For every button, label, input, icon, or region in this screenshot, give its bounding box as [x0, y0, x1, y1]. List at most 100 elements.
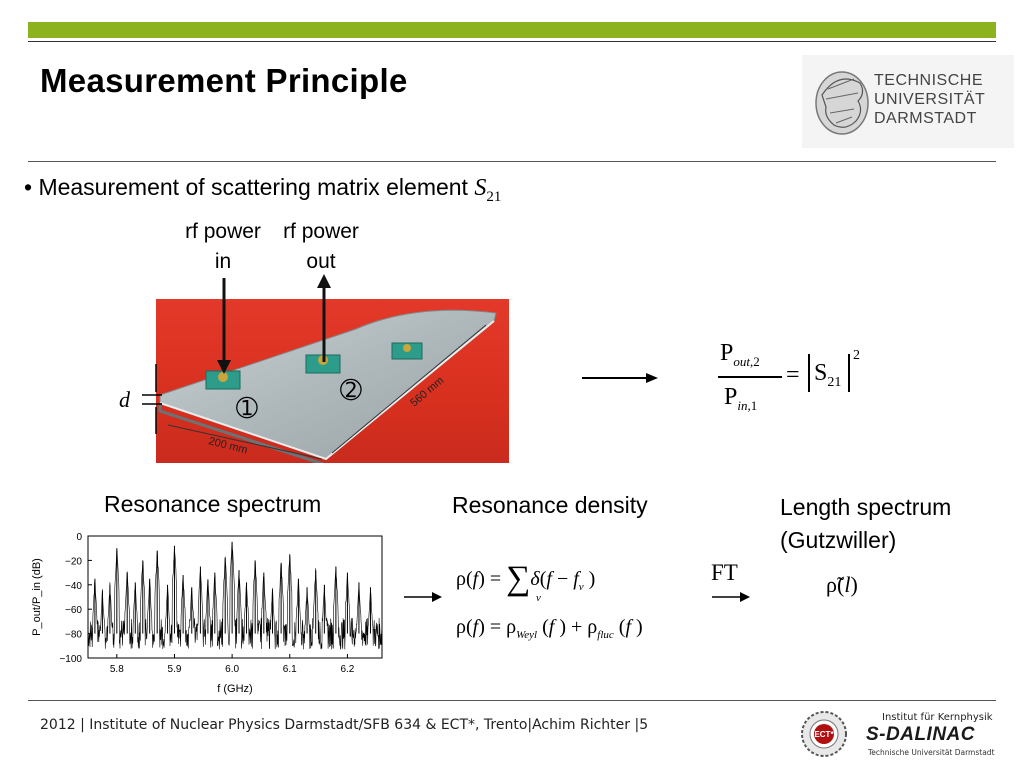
rf-out-line2: out	[306, 250, 336, 273]
rf-power-in-label: rf power in	[168, 217, 278, 277]
eq-num-p: P	[720, 340, 734, 366]
minus-sign: −	[551, 568, 574, 590]
eq-den-sub2: ,1	[747, 397, 758, 413]
length-spectrum-heading: Length spectrum (Gutzwiller)	[780, 491, 951, 557]
bullet-text: • Measurement of scattering matrix eleme…	[24, 174, 501, 206]
rho-symbol: ρ(	[456, 568, 473, 590]
fluc-subscript: fluc	[597, 629, 614, 641]
logo-line: TECHNISCHE	[874, 72, 984, 89]
resonance-spectrum-heading: Resonance spectrum	[104, 491, 322, 517]
rho-symbol: ρ(	[456, 616, 473, 638]
delta-symbol: δ	[530, 568, 540, 590]
sum-index: ν	[536, 592, 541, 604]
rf-power-out-label: rf power out	[266, 217, 376, 277]
bullet-label: • Measurement of scattering matrix eleme…	[24, 174, 475, 200]
plus-rho: ) + ρ	[554, 616, 598, 638]
x-tick-label: 6.1	[283, 664, 297, 675]
port-1-marker: ➀	[236, 394, 258, 424]
length-spectrum-formula: ρ̃(l)	[826, 572, 858, 598]
eq-s-sub: 21	[827, 374, 842, 390]
athena-head-icon	[815, 71, 869, 135]
paren-open: (	[613, 616, 626, 638]
y-tick-label: −40	[65, 581, 82, 592]
footer-text: 2012 | Institute of Nuclear Physics Darm…	[40, 717, 649, 733]
x-tick-label: 5.8	[110, 664, 124, 675]
l-variable: l	[844, 572, 851, 597]
ft-label: FT	[711, 560, 738, 585]
x-axis-label: f (GHz)	[217, 683, 252, 695]
s-subscript: 21	[486, 188, 502, 205]
ect-logo: ECT*	[801, 711, 847, 757]
density-formula-2: ρ(f) = ρWeyl (f ) + ρfluc (f )	[456, 616, 643, 641]
billiard-plate-drawing: 200 mm 560 mm	[158, 309, 497, 463]
paren-open: (	[836, 572, 845, 597]
y-tick-label: −20	[65, 556, 82, 567]
rho-tilde-symbol: ρ̃	[826, 572, 837, 597]
eq-num-sub2: ,2	[749, 353, 760, 369]
eq-power: 2	[853, 348, 860, 363]
f-variable: f	[472, 568, 479, 590]
x-tick-label: 6.2	[340, 664, 354, 675]
paren-open: (	[537, 616, 549, 638]
d-dimension-marker	[142, 364, 162, 434]
eq-den-sub: in	[737, 397, 748, 413]
s21-symbol: S21	[474, 175, 501, 205]
rf-arrows	[217, 274, 331, 374]
length-spectrum-line1: Length spectrum	[780, 494, 952, 520]
abs-bar-right	[848, 354, 850, 392]
logo-text: TECHNISCHE UNIVERSITÄT DARMSTADT	[874, 71, 985, 128]
paren-close: )	[850, 572, 858, 597]
f-variable: f	[625, 616, 631, 638]
rf-in-line1: rf power	[185, 220, 261, 243]
ikp-line1: Institut für Kernphysik	[882, 712, 993, 723]
equals-rho: ) = ρ	[478, 616, 517, 638]
resonance-density-heading: Resonance density	[452, 492, 648, 518]
tu-darmstadt-logo: TECHNISCHE UNIVERSITÄT DARMSTADT	[802, 55, 1014, 148]
rf-out-arrowhead	[317, 274, 331, 288]
abs-bar-left	[808, 354, 810, 392]
nu-subscript: ν	[578, 581, 584, 593]
length-spectrum-line2: (Gutzwiller)	[780, 527, 897, 553]
paren-close: )	[631, 616, 643, 638]
spectrum-traces	[87, 541, 383, 651]
eq-denominator: Pin,1	[724, 384, 757, 414]
rf-in-arrowhead	[217, 360, 231, 374]
y-tick-label: −80	[65, 630, 82, 641]
f-variable: f	[573, 568, 579, 590]
y-axis-label: P_out/P_in (dB)	[31, 558, 43, 636]
x-ticks: 5.8 5.9 6.0 6.1 6.2	[110, 654, 355, 675]
s21-equation: Pout,2 Pin,1 = S21 2	[716, 336, 876, 426]
y-tick-label: −60	[65, 605, 82, 616]
arrow-to-equation	[582, 373, 658, 383]
port-3-block	[391, 342, 423, 360]
f-variable: f	[472, 616, 479, 638]
fraction-bar	[718, 376, 782, 378]
rf-in-line2: in	[214, 250, 232, 273]
f-variable: f	[548, 616, 555, 638]
ikp-sdalinac-logo: Institut für Kernphysik S-DALINAC Techni…	[866, 712, 1004, 760]
port-2-marker: ➁	[340, 376, 362, 406]
rf-out-line1: rf power	[283, 220, 359, 243]
eq-equals: =	[786, 362, 800, 388]
eq-den-p: P	[724, 384, 738, 410]
eq-numerator: Pout,2	[720, 340, 760, 370]
sum-symbol: ∑	[506, 560, 531, 597]
title-rule	[28, 161, 996, 162]
x-tick-label: 5.9	[168, 664, 182, 675]
ikp-line3: Technische Universität Darmstadt	[868, 748, 995, 757]
equals-sign: ) =	[478, 568, 507, 590]
slide-title: Measurement Principle	[40, 62, 408, 99]
s-letter: S	[474, 175, 487, 201]
eq-s21: S21	[814, 360, 841, 391]
logo-line: UNIVERSITÄT	[874, 91, 986, 108]
x-tick-label: 6.0	[225, 664, 239, 675]
y-ticks: 0−20−40−60−80−100	[59, 532, 92, 665]
paren-open: (	[539, 568, 547, 590]
logo-line: DARMSTADT	[874, 110, 977, 127]
density-formula-1: ρ(f) = ∑δ(f − fν )	[456, 560, 595, 598]
y-tick-label: 0	[76, 532, 82, 543]
ft-arrow	[712, 592, 750, 602]
billiard-photo: 200 mm 560 mm	[156, 299, 509, 463]
ect-logo-text: ECT*	[814, 730, 834, 739]
